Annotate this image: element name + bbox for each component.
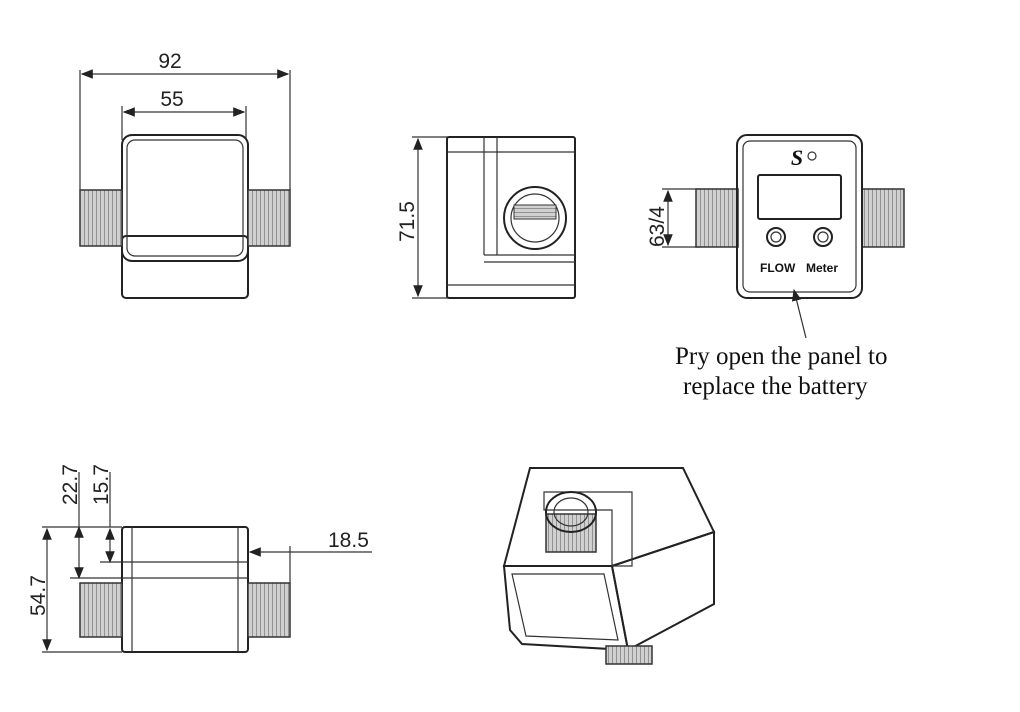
display-view: 63/4 S FLOW Meter Pry open the panel to … xyxy=(646,134,905,400)
side-body xyxy=(446,136,576,299)
annotation-line-2: replace the battery xyxy=(683,373,868,400)
dim-55-label: 55 xyxy=(160,88,183,111)
side-port-inner xyxy=(510,193,560,243)
button-right[interactable] xyxy=(813,227,833,247)
front-view: 92 55 xyxy=(79,50,291,299)
iso-port-outer xyxy=(545,491,597,533)
front-base xyxy=(121,235,249,299)
top-body xyxy=(121,526,249,653)
iso-recess xyxy=(543,491,633,567)
button-left[interactable] xyxy=(766,227,786,247)
side-view: 71.5 xyxy=(396,136,576,299)
dim-63-label: 63/4 xyxy=(646,206,669,247)
display-thread-right xyxy=(861,188,905,248)
label-flow: FLOW xyxy=(760,261,796,275)
isometric-view xyxy=(502,467,716,665)
side-port-outer xyxy=(503,186,567,250)
iso-right-face xyxy=(610,530,715,652)
iso-front-panel xyxy=(502,565,630,652)
button-right-inner xyxy=(817,231,829,243)
top-thread-right xyxy=(247,582,291,638)
top-thread-left xyxy=(79,582,123,638)
button-left-inner xyxy=(770,231,782,243)
annotation-leader xyxy=(791,288,807,339)
display-thread-left xyxy=(695,188,739,248)
top-view: 54.7 22.7 15.7 18.5 xyxy=(27,464,372,653)
label-meter: Meter xyxy=(806,261,838,275)
thread-left xyxy=(79,189,123,247)
dim-22-label: 22.7 xyxy=(59,464,82,505)
annotation-line-1: Pry open the panel to xyxy=(675,343,887,370)
side-port-thread xyxy=(513,204,557,220)
dim-92-label: 92 xyxy=(158,50,181,73)
iso-front-panel-inner xyxy=(511,573,619,641)
front-panel-outer xyxy=(121,134,249,262)
logo-mark-icon xyxy=(807,151,817,161)
dim-18-label: 18.5 xyxy=(328,529,369,552)
dim-15-label: 15.7 xyxy=(90,464,113,505)
dim-71-label: 71.5 xyxy=(396,201,419,242)
brand-logo-icon: S xyxy=(791,145,803,170)
dim-54-label: 54.7 xyxy=(27,575,50,616)
iso-thread-bottom xyxy=(605,645,653,665)
thread-right xyxy=(247,189,291,247)
iso-top-face xyxy=(502,467,716,567)
lcd-screen xyxy=(757,174,842,220)
iso-port-inner xyxy=(553,497,589,527)
front-panel-inner xyxy=(126,139,244,257)
